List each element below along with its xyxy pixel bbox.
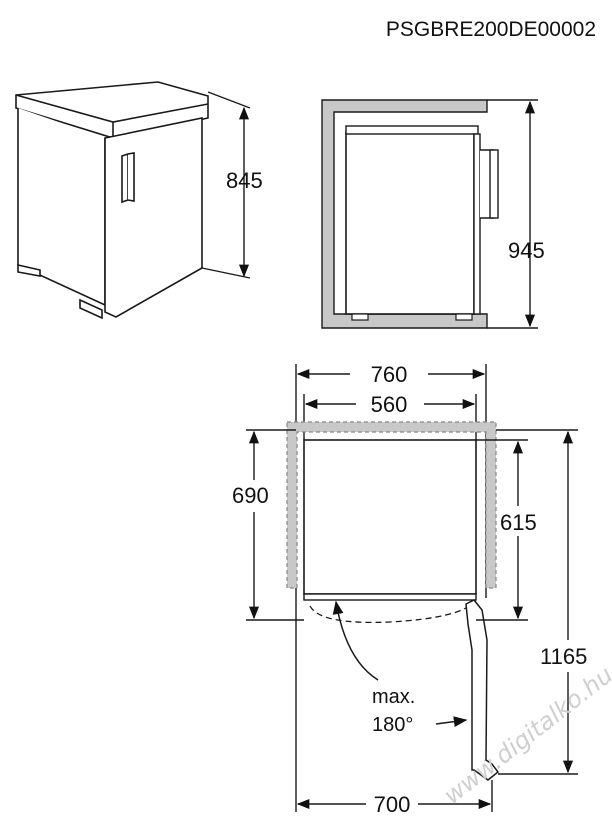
label-560: 560 [371,392,408,417]
swing-arrow [332,600,379,681]
plan-cabinet-body [303,439,477,595]
niche-view [321,99,499,329]
label-615: 615 [500,510,537,535]
watermark-text: www.digitalko.hu [438,661,612,810]
depth-dimension-615 [476,439,528,621]
plan-clearance-area [286,421,497,589]
depth-dimension-690 [246,429,304,621]
plan-door-closed [303,593,477,601]
niche-height-dimension-945 [487,99,538,329]
height-dimension-845 [201,91,251,279]
plan-door-open [465,599,500,781]
label-690: 690 [232,483,269,508]
open-width-dimension-700 [295,596,493,812]
label-760: 760 [371,362,408,387]
open-depth-dimension-1165 [496,429,578,775]
swing-arrow-end [435,716,468,727]
label-845: 845 [226,168,263,193]
label-1165: 1165 [540,644,587,669]
fridge-3d-view [15,81,209,320]
door-note-line2: 180° [372,714,413,736]
door-note-line1: max. [372,686,415,708]
label-945: 945 [508,238,545,263]
door-swing-path [309,601,475,624]
label-700: 700 [374,792,411,817]
model-code: PSGBRE200DE00002 [386,18,596,41]
